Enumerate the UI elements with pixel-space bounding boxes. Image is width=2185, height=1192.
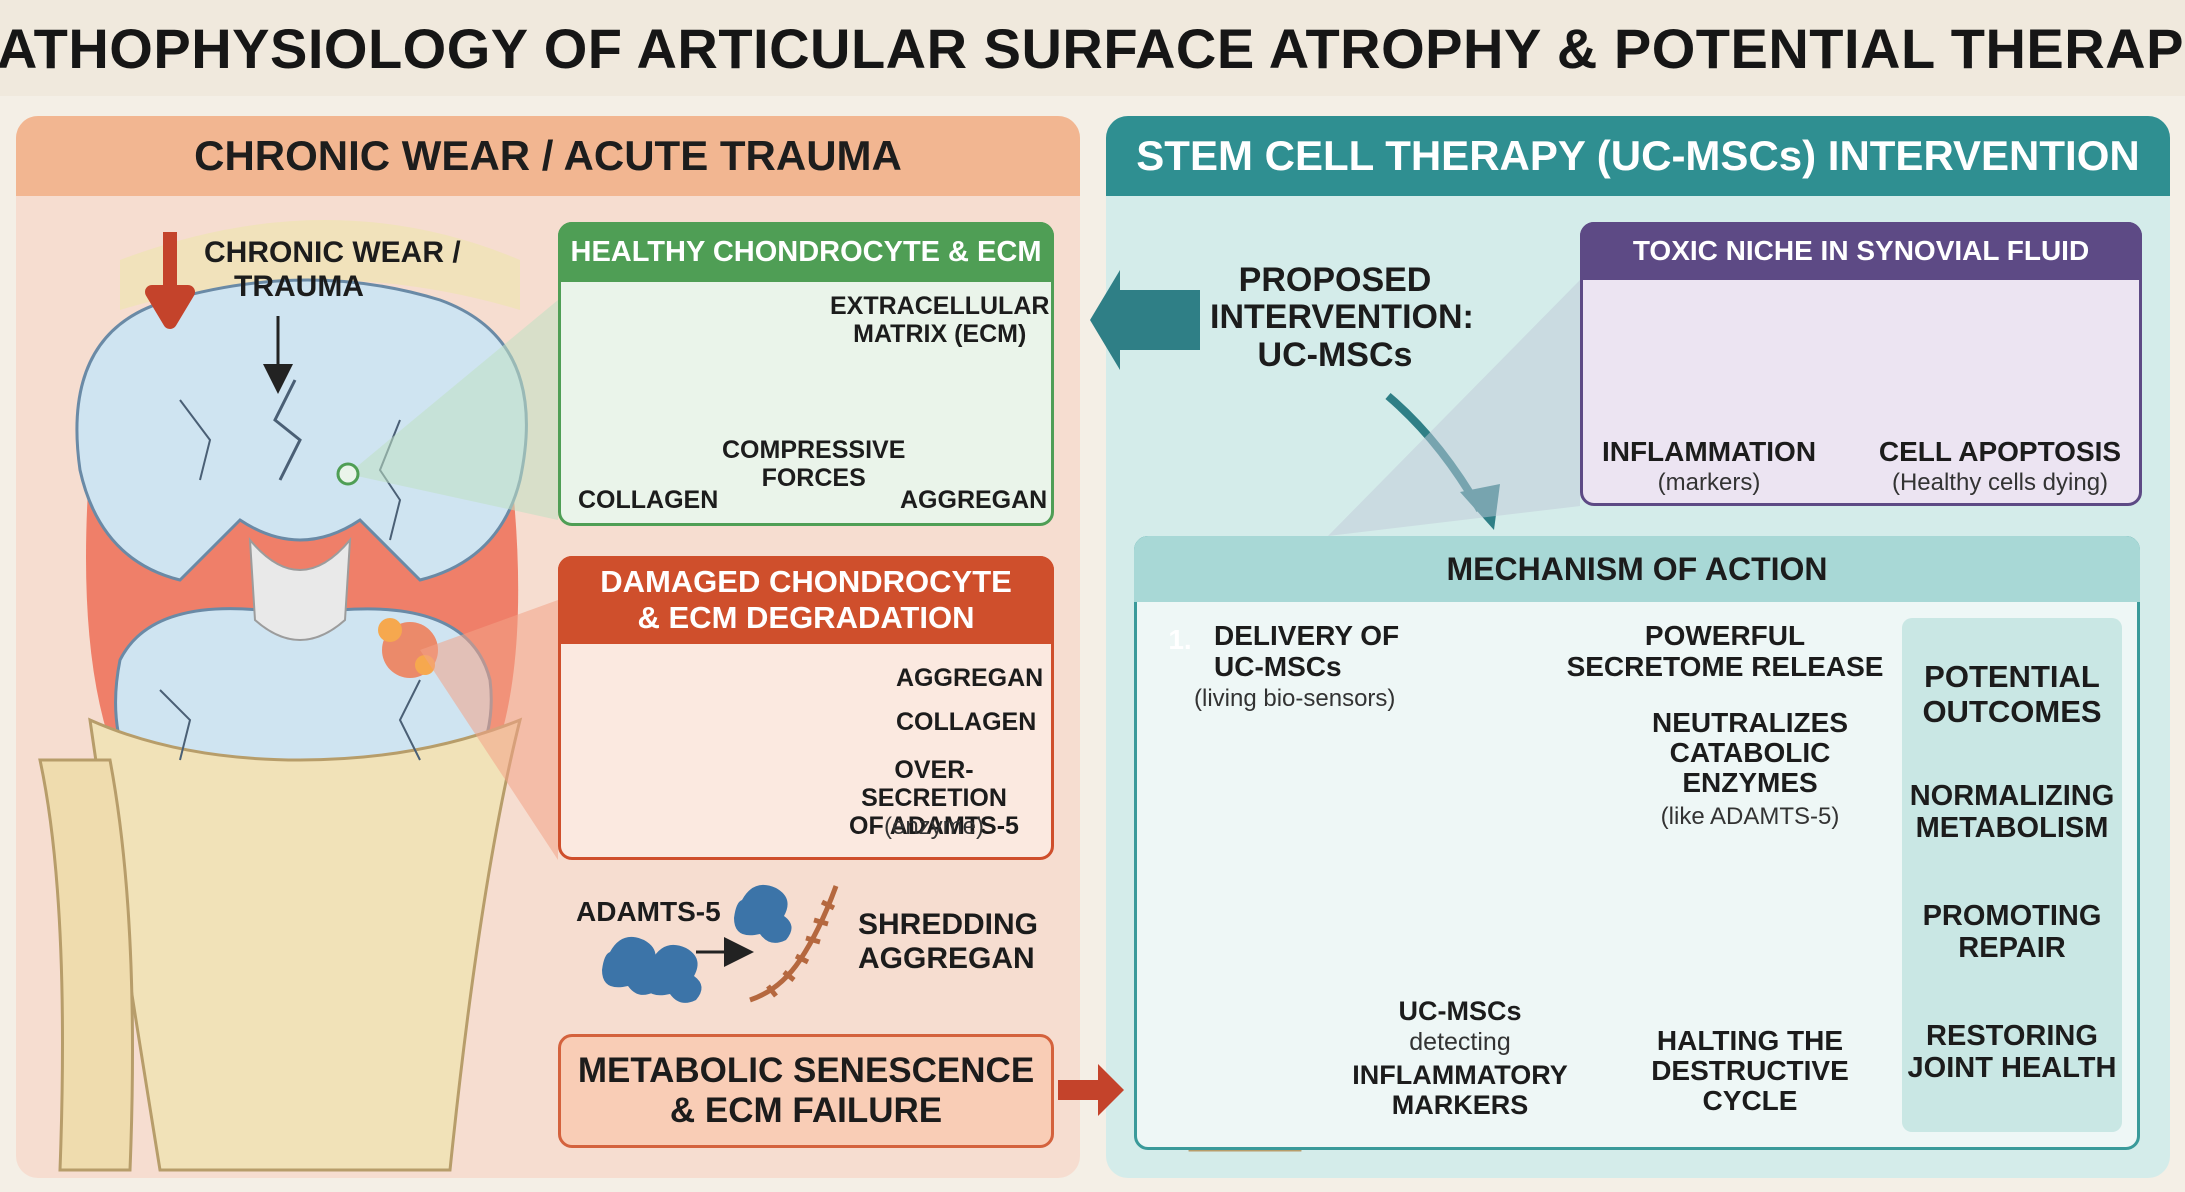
detecting-label-a: UC-MSCs	[1398, 996, 1522, 1026]
shredding-label: SHREDDING AGGREGAN	[858, 908, 1039, 975]
healthy-box-title: HEALTHY CHONDROCYTE & ECM	[570, 235, 1042, 268]
collagen-label: COLLAGEN	[578, 486, 719, 514]
intervention-arrow-icon	[1090, 270, 1200, 370]
knee-illustration	[38, 220, 528, 1172]
enzyme-label: (enzyme)	[883, 813, 985, 840]
damaged-zoom-wedge	[420, 600, 558, 860]
damaged-box-header: DAMAGED CHONDROCYTE & ECM DEGRADATION	[558, 556, 1054, 644]
trauma-arrow-icon	[145, 232, 195, 329]
detecting-label-c: INFLAMMATORY MARKERS	[1352, 1060, 1568, 1121]
adamts-label: ADAMTS-5	[576, 896, 721, 927]
outcome-item: RESTORING JOINT HEALTH	[1907, 1020, 2117, 1085]
damaged-box-title-line2: & ECM DEGRADATION	[637, 600, 975, 635]
apoptosis-label: CELL APOPTOSIS	[1878, 436, 2122, 467]
outcomes-box	[1902, 618, 2122, 1132]
damaged-collagen-label: COLLAGEN	[896, 708, 1037, 736]
shredded-aggrecan-icon	[749, 885, 839, 1003]
proposed-intervention-label: PROPOSED INTERVENTION: UC-MSCs	[1210, 261, 1474, 374]
mechanism-box-header: MECHANISM OF ACTION	[1134, 536, 2140, 602]
page-title: PATHOPHYSIOLOGY OF ARTICULAR SURFACE ATR…	[0, 16, 2185, 80]
outcomes-title: POTENTIAL OUTCOMES	[1922, 659, 2102, 729]
neutralizes-sub-label: (like ADAMTS-5)	[1660, 803, 1840, 830]
delivery-label: DELIVERY OF UC-MSCs	[1214, 620, 1400, 683]
aggrecan-label: AGGREGAN	[900, 486, 1048, 514]
step-number: 1.	[1168, 624, 1192, 655]
title-bar: PATHOPHYSIOLOGY OF ARTICULAR SURFACE ATR…	[0, 0, 2185, 96]
compressive-forces-label: COMPRESSIVE FORCES	[722, 436, 906, 492]
apoptosis-sub-label: (Healthy cells dying)	[1891, 469, 2109, 496]
detecting-label-b: detecting	[1409, 1028, 1511, 1056]
outcome-item: PROMOTING REPAIR	[1922, 900, 2102, 965]
left-panel-header: CHRONIC WEAR / ACUTE TRAUMA	[16, 116, 1080, 196]
inflammation-label: INFLAMMATION	[1601, 436, 1817, 467]
halting-label: HALTING THE DESTRUCTIVE CYCLE	[1651, 1025, 1849, 1117]
right-panel-title: STEM CELL THERAPY (UC-MSCs) INTERVENTION	[1136, 132, 2140, 179]
left-panel-title: CHRONIC WEAR / ACUTE TRAUMA	[194, 132, 902, 179]
damaged-aggrecan-label: AGGREGAN	[896, 664, 1044, 692]
senescence-box: METABOLIC SENESCENCE & ECM FAILURE	[558, 1034, 1054, 1148]
toxic-box-title: TOXIC NICHE IN SYNOVIAL FLUID	[1632, 235, 2090, 266]
healthy-zoom-wedge	[348, 300, 558, 520]
senescence-arrow-icon	[1058, 1064, 1124, 1116]
inflammation-sub-label: (markers)	[1657, 469, 1761, 496]
mechanism-box-title: MECHANISM OF ACTION	[1446, 550, 1828, 587]
healthy-box-header: HEALTHY CHONDROCYTE & ECM	[558, 222, 1054, 282]
trauma-label: CHRONIC WEAR / TRAUMA	[204, 236, 461, 303]
right-panel-header: STEM CELL THERAPY (UC-MSCs) INTERVENTION	[1106, 116, 2170, 196]
healthy-zoom-point	[336, 462, 360, 486]
ecm-label: EXTRACELLULAR MATRIX (ECM)	[830, 292, 1050, 348]
senescence-line1: METABOLIC SENESCENCE	[577, 1051, 1035, 1090]
toxic-box-header: TOXIC NICHE IN SYNOVIAL FLUID	[1580, 222, 2142, 280]
neutralizes-label: NEUTRALIZES CATABOLIC ENZYMES	[1652, 707, 1848, 799]
adamts-enzyme-icon	[602, 884, 792, 1003]
senescence-line2: & ECM FAILURE	[669, 1091, 943, 1130]
toxic-zoom-wedge	[1328, 280, 1580, 536]
secretome-label: POWERFUL SECRETOME RELEASE	[1566, 620, 1884, 683]
outcome-item: NORMALIZING METABOLISM	[1909, 780, 2115, 845]
oversecretion-label: OVER-SECRETION OF ADAMTS-5	[849, 756, 1019, 840]
damaged-box-title-line1: DAMAGED CHONDROCYTE	[600, 564, 1012, 599]
delivery-sub-label: (living bio-sensors)	[1194, 685, 1396, 712]
